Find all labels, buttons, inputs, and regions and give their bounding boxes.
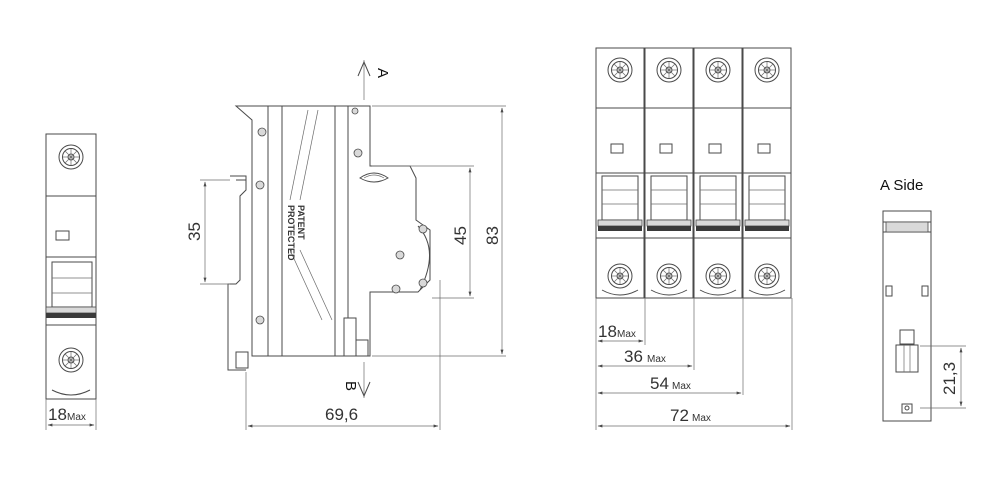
a-side-view: A Side 21,3: [880, 177, 966, 422]
patent-marking: PATENT PROTECTED: [286, 205, 306, 261]
svg-text:PATENT: PATENT: [296, 205, 306, 240]
section-a-label: A: [374, 68, 391, 78]
svg-text:PROTECTED: PROTECTED: [286, 205, 296, 261]
dim-72: 72: [670, 406, 689, 425]
single-pole-width-unit: Max: [67, 412, 86, 423]
side-view: PATENT PROTECTED A B 35 45 83 69,6: [185, 60, 506, 430]
dim-rail-35: 35: [185, 222, 204, 241]
svg-text:Max: Max: [692, 413, 711, 424]
dim-height-83: 83: [483, 226, 502, 245]
svg-text:Max: Max: [672, 381, 691, 392]
a-side-title: A Side: [880, 177, 923, 194]
dim-36: 36: [624, 347, 643, 366]
four-pole-front-view: 18 Max 36 Max 54 Max 72 Max: [595, 47, 793, 430]
dim-a-side-21-3: 21,3: [940, 362, 959, 395]
dim-inner-45: 45: [451, 226, 470, 245]
section-b-label: B: [342, 381, 359, 391]
svg-text:Max: Max: [617, 329, 636, 340]
dim-18: 18: [598, 322, 617, 341]
dim-54: 54: [650, 374, 669, 393]
dim-depth-69-6: 69,6: [325, 405, 358, 424]
svg-text:Max: Max: [647, 354, 666, 365]
single-pole-front-view: 18 Max: [45, 133, 97, 430]
single-pole-width-label: 18: [48, 405, 67, 424]
